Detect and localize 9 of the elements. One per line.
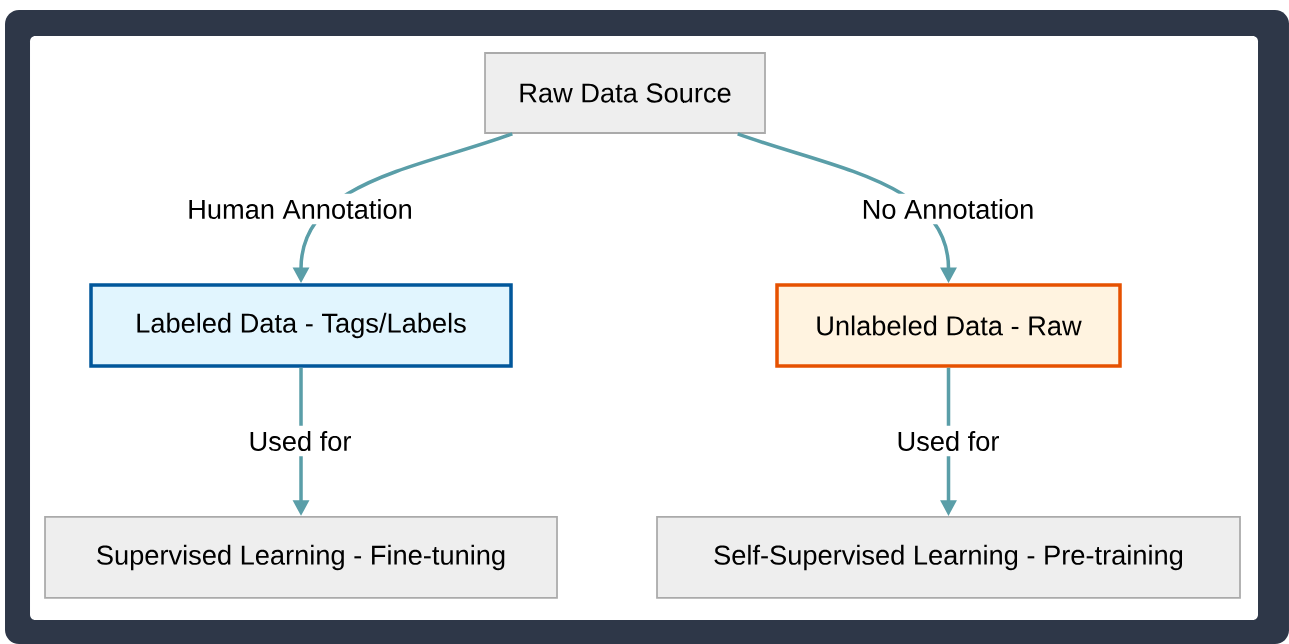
process-box: Supervised Learning - Fine-tuning [44,516,558,599]
edge-label: Used for [243,425,357,457]
process-box: Raw Data Source [484,52,766,134]
process-box: Unlabeled Data - Raw [775,283,1122,368]
edge-label: Human Annotation [181,193,419,225]
process-box: Self-Supervised Learning - Pre-training [656,516,1241,599]
process-box: Labeled Data - Tags/Labels [89,283,513,368]
edge-label: Used for [891,425,1005,457]
edge-label: No Annotation [856,193,1040,225]
